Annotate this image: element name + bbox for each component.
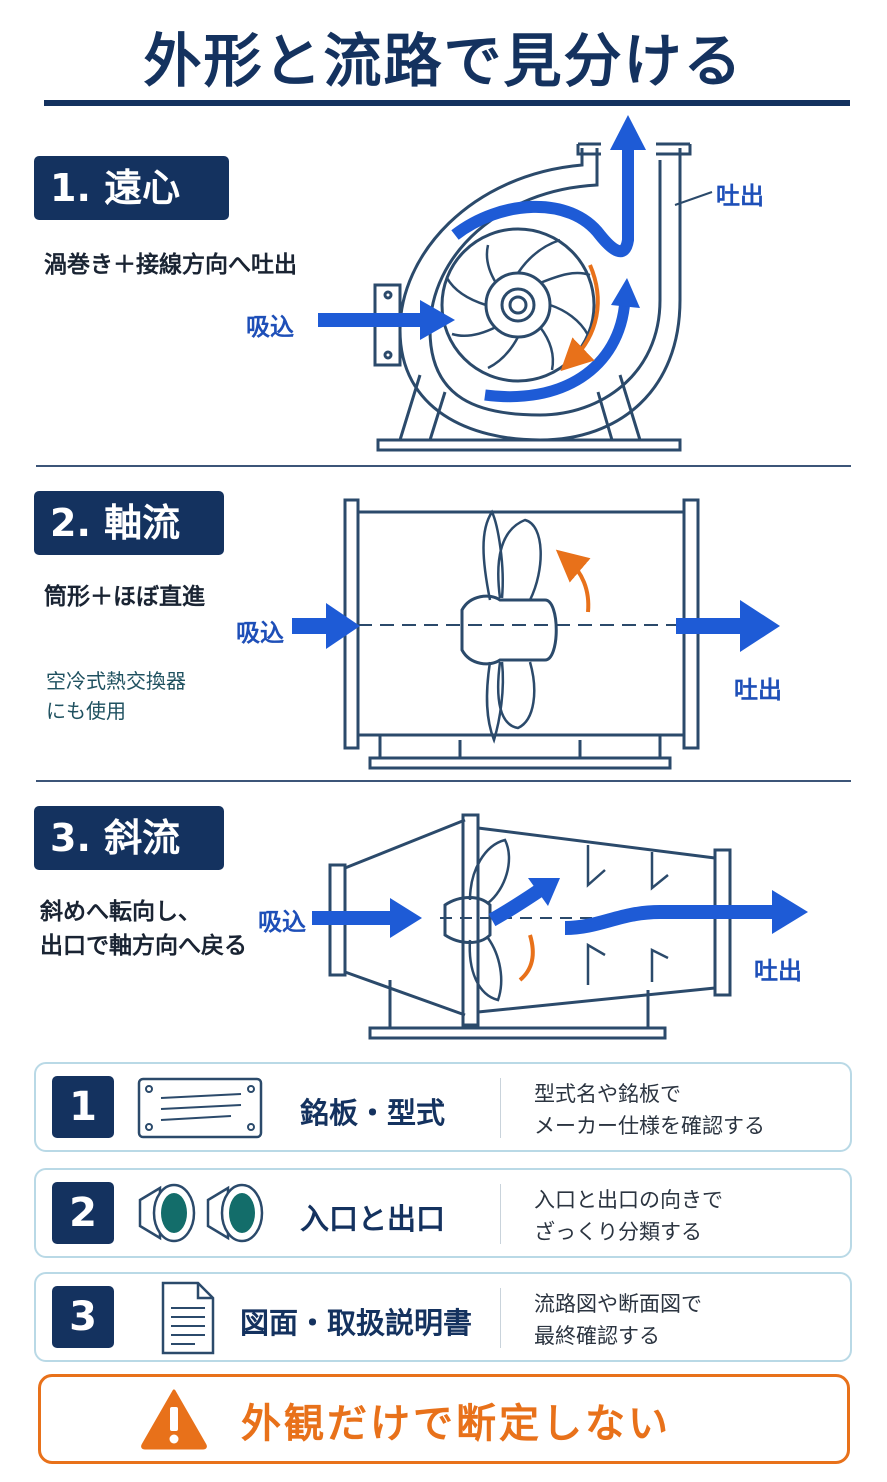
check-number: 3: [52, 1286, 114, 1348]
section-divider-2: [36, 780, 851, 782]
check-description: 流路図や断面図で 最終確認する: [534, 1288, 702, 1352]
note-line: 空冷式熱交換器: [46, 669, 186, 693]
fan-diagrams: [292, 115, 808, 1040]
description-line: メーカー仕様を確認する: [534, 1114, 765, 1138]
check-description: 型式名や銘板で メーカー仕様を確認する: [534, 1078, 765, 1142]
section-badge-mixed-flow: 3. 斜流: [34, 806, 224, 870]
check-card-drawings: 3 図面・取扱説明書 流路図や断面図で 最終確認する: [34, 1272, 852, 1362]
check-title: 入口と出口: [300, 1202, 446, 1236]
inlet-outlet-icon: [138, 1183, 264, 1243]
inlet-label-axial: 吸込: [236, 619, 284, 647]
description-line: 入口と出口の向きで: [534, 1188, 723, 1212]
description-line: ざっくり分類する: [534, 1220, 702, 1244]
check-number: 1: [52, 1076, 114, 1138]
inlet-label-mixed-flow: 吸込: [258, 908, 306, 936]
check-title: 図面・取扱説明書: [240, 1306, 473, 1340]
check-description: 入口と出口の向きで ざっくり分類する: [534, 1184, 723, 1248]
mixed-flow-arrows: [312, 878, 808, 982]
inlet-label-centrifugal: 吸込: [246, 313, 294, 341]
warning-text: 外観だけで断定しない: [241, 1401, 671, 1447]
mixed-flow-fan-diagram: [328, 813, 732, 1040]
card-separator: [500, 1184, 501, 1244]
section-description-axial: 筒形＋ほぼ直進: [44, 584, 205, 610]
outlet-label-axial: 吐出: [734, 676, 782, 704]
centrifugal-fan-diagram: [373, 142, 713, 452]
description-line: 最終確認する: [534, 1324, 660, 1348]
check-title: 銘板・型式: [300, 1096, 446, 1130]
axial-fan-diagram: [343, 498, 700, 770]
card-separator: [500, 1288, 501, 1348]
warning-icon: [141, 1389, 207, 1450]
check-card-nameplate: 1 銘板・型式 型式名や銘板で メーカー仕様を確認する: [34, 1062, 852, 1152]
description-line: 出口で軸方向へ戻る: [40, 933, 247, 959]
check-number: 2: [52, 1182, 114, 1244]
description-line: 流路図や断面図で: [534, 1292, 702, 1316]
section-description-mixed-flow: 斜めへ転向し、 出口で軸方向へ戻る: [40, 895, 247, 963]
section-divider-1: [36, 465, 851, 467]
note-line: にも使用: [46, 699, 126, 723]
axial-flow-arrows: [292, 549, 780, 652]
outlet-label-centrifugal: 吐出: [716, 182, 764, 210]
nameplate-icon: [137, 1077, 263, 1139]
section-badge-centrifugal: 1. 遠心: [34, 156, 229, 220]
card-separator: [500, 1078, 501, 1138]
description-line: 型式名や銘板で: [534, 1082, 681, 1106]
section-description-centrifugal: 渦巻き＋接線方向へ吐出: [44, 252, 297, 278]
outlet-label-mixed-flow: 吐出: [754, 957, 802, 985]
warning-banner: 外観だけで断定しない: [38, 1374, 850, 1464]
section-badge-axial: 2. 軸流: [34, 491, 224, 555]
page-title: 外形と流路で見分ける: [143, 27, 744, 95]
document-icon: [161, 1281, 215, 1355]
description-line: 斜めへ転向し、: [40, 899, 201, 925]
check-card-inlet-outlet: 2 入口と出口 入口と出口の向きで ざっくり分類する: [34, 1168, 852, 1258]
title-underline: [44, 100, 850, 106]
section-note-axial: 空冷式熱交換器 にも使用: [46, 666, 186, 726]
centrifugal-flow-arrows: [318, 115, 646, 403]
